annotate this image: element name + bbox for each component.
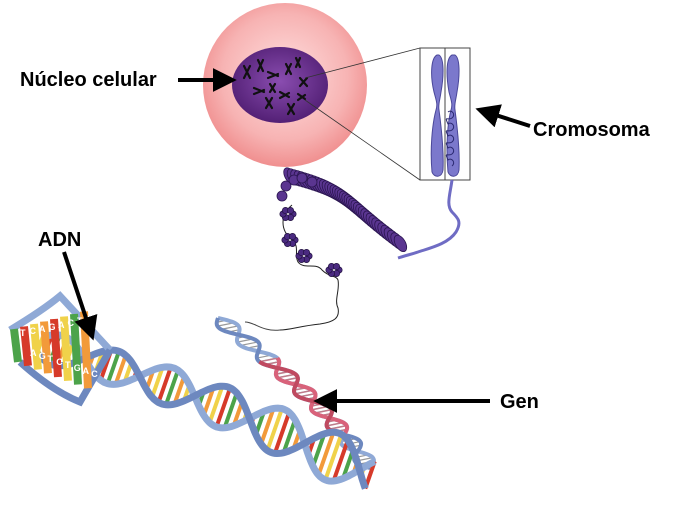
solenoid-fiber (276, 167, 408, 253)
nucleosome-bead (302, 249, 310, 257)
base-letter: C (30, 326, 37, 336)
chromatid-left (430, 54, 444, 177)
base-pair (331, 439, 350, 482)
base-pair (259, 407, 276, 445)
base-pair (272, 411, 292, 455)
label-chromosome: Cromosoma (533, 119, 651, 141)
base-letter: A (83, 366, 90, 376)
base-letter: T (48, 354, 54, 364)
base-pair (172, 375, 187, 405)
base-pair (60, 316, 72, 381)
arrow-icon (62, 251, 98, 341)
label-nucleus-group: Núcleo celular (20, 68, 237, 92)
base-pair (277, 373, 296, 379)
nucleus-chromosomes (242, 56, 309, 116)
base-pair (30, 323, 42, 370)
gene-segment (258, 356, 350, 437)
label-nucleus: Núcleo celular (20, 69, 157, 91)
nucleosome-beads (279, 207, 343, 277)
backbone-strand (258, 360, 346, 437)
ladder-rail (17, 348, 114, 407)
solenoid-bead (280, 180, 292, 192)
nucleosome-bead (288, 233, 296, 241)
base-pair (50, 318, 62, 378)
base-pair (259, 357, 278, 363)
chromatin-tail (397, 179, 461, 260)
base-letter: A (39, 324, 46, 334)
solenoid-bead (276, 190, 288, 202)
base-pair (20, 326, 32, 367)
base-pair (10, 328, 22, 363)
dna-ladder (8, 291, 114, 407)
cell (203, 3, 367, 167)
nucleosome-bead (332, 263, 340, 271)
cell-nucleus (232, 47, 328, 123)
base-pair (40, 321, 52, 374)
chromatid-right (446, 54, 460, 177)
dna-double-helix (8, 291, 377, 490)
base-pair (156, 366, 173, 404)
base-pair (323, 433, 344, 481)
base-pair (265, 407, 284, 452)
backbone-strand (41, 331, 377, 485)
label-chromosome-group: Cromosoma (475, 104, 651, 141)
base-letter: C (56, 357, 63, 367)
base-letter: T (65, 360, 71, 370)
base-pair (164, 369, 180, 406)
base-pair (281, 419, 297, 454)
base-pair (222, 392, 239, 429)
chromosome-box (419, 47, 471, 181)
base-pair (311, 433, 327, 467)
arrow-icon (475, 104, 531, 128)
base-letter: C (91, 369, 98, 379)
base-letter: G (39, 351, 46, 361)
base-letter: C (68, 318, 75, 328)
solenoid-bead (393, 234, 408, 253)
label-dna: ADN (38, 229, 81, 251)
base-pair (316, 431, 336, 476)
backbone-strand (34, 346, 369, 490)
base-letter: T (20, 328, 26, 338)
solenoid-bead (296, 172, 308, 184)
base-letter: T (77, 316, 83, 326)
nucleosome-bead (286, 207, 294, 215)
chromatin-coil (445, 110, 455, 167)
base-pair (150, 366, 165, 398)
base-pair (214, 387, 233, 428)
base-pair (201, 386, 216, 416)
base-pair (328, 425, 347, 430)
label-gene: Gen (500, 391, 539, 413)
base-pair (207, 385, 225, 424)
solenoid-bead (306, 176, 318, 188)
zoom-lines (304, 47, 421, 181)
base-pair (105, 350, 121, 385)
linker-string (244, 321, 281, 331)
base-letter: A (58, 320, 65, 330)
ladder-rail (8, 291, 113, 353)
label-dna-group: ADN (38, 229, 98, 341)
base-letter: G (74, 363, 81, 373)
base-letter: A (30, 348, 37, 358)
label-gene-group: Gen (313, 389, 539, 413)
base-letter: G (49, 322, 56, 332)
base-pair (113, 354, 128, 385)
